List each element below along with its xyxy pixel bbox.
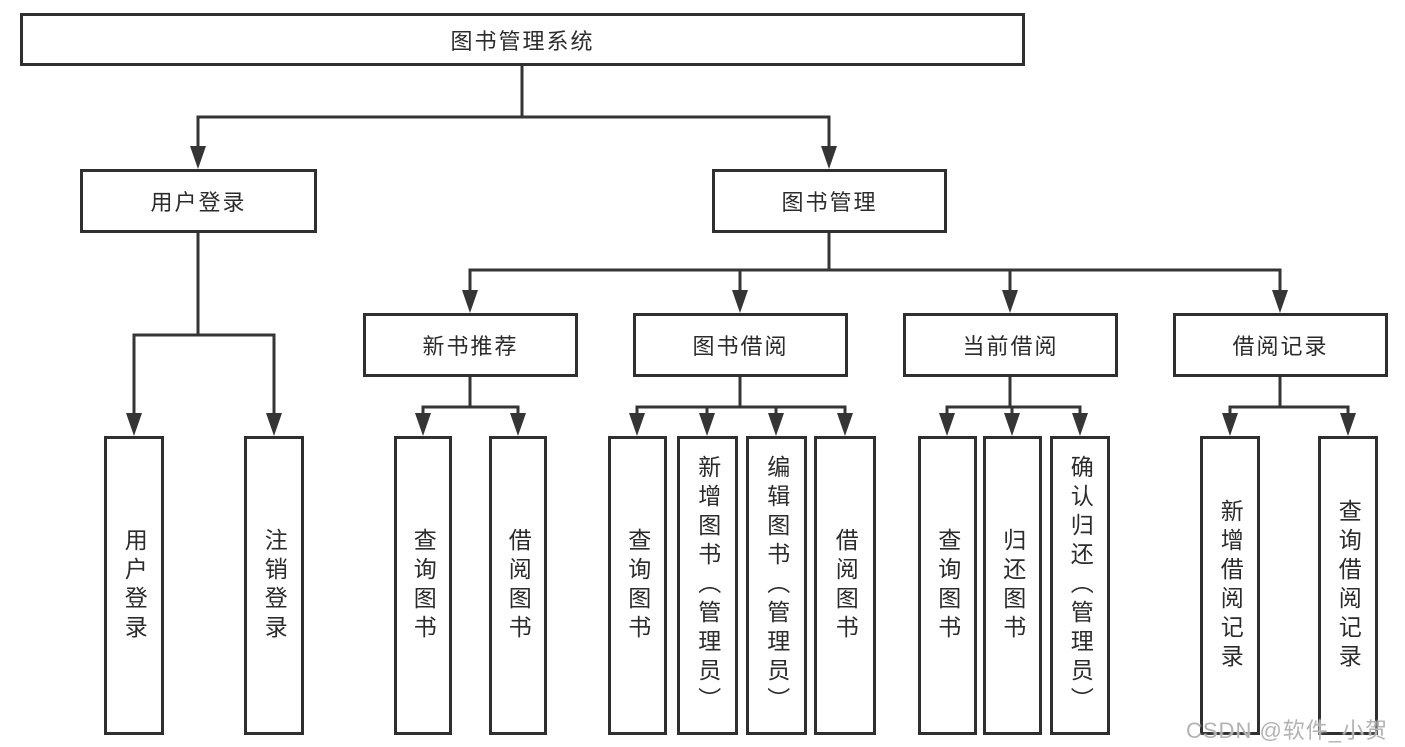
leaf-add-borrow-record-label: 新增借阅记录 (1217, 498, 1244, 673)
leaf-borrow-books-recommend-label: 借阅图书 (505, 527, 532, 644)
leaf-query-books-borrowing-label: 查询图书 (624, 527, 651, 644)
leaf-return-books: 归还图书 (983, 436, 1042, 735)
node-new-book-recommend: 新书推荐 (363, 313, 578, 377)
csdn-watermark: CSDN @软件_小贺同学 (1186, 718, 1389, 743)
leaf-edit-books-admin-label: 编辑图书（管理员） (763, 455, 790, 716)
leaf-user-login-label: 用户登录 (121, 527, 148, 644)
leaf-query-books-current: 查询图书 (918, 436, 977, 735)
leaf-borrow-books-borrowing-label: 借阅图书 (832, 527, 859, 644)
node-book-management: 图书管理 (712, 169, 947, 233)
leaf-borrow-books-recommend: 借阅图书 (489, 436, 547, 735)
leaf-add-books-admin: 新增图书（管理员） (677, 436, 738, 735)
leaf-user-login: 用户登录 (104, 436, 164, 735)
node-borrowing-records: 借阅记录 (1173, 313, 1388, 377)
leaf-query-borrow-record: 查询借阅记录 (1318, 436, 1378, 735)
leaf-query-books-recommend: 查询图书 (394, 436, 452, 735)
node-user-login: 用户登录 (80, 169, 317, 233)
leaf-query-books-current-label: 查询图书 (934, 527, 961, 644)
leaf-confirm-return-admin: 确认归还（管理员） (1050, 436, 1110, 735)
leaf-query-borrow-record-label: 查询借阅记录 (1335, 498, 1362, 673)
node-current-borrowing: 当前借阅 (903, 313, 1118, 377)
leaf-logout-login: 注销登录 (244, 436, 304, 735)
node-root: 图书管理系统 (20, 13, 1025, 66)
leaf-logout-login-label: 注销登录 (261, 527, 288, 644)
leaf-query-books-recommend-label: 查询图书 (410, 527, 437, 644)
leaf-confirm-return-admin-label: 确认归还（管理员） (1067, 455, 1094, 716)
leaf-add-borrow-record: 新增借阅记录 (1200, 436, 1260, 735)
leaf-add-books-admin-label: 新增图书（管理员） (694, 455, 721, 716)
leaf-query-books-borrowing: 查询图书 (608, 436, 667, 735)
node-book-borrowing: 图书借阅 (633, 313, 848, 377)
leaf-return-books-label: 归还图书 (999, 527, 1026, 644)
leaf-borrow-books-borrowing: 借阅图书 (814, 436, 876, 735)
leaf-edit-books-admin: 编辑图书（管理员） (746, 436, 807, 735)
